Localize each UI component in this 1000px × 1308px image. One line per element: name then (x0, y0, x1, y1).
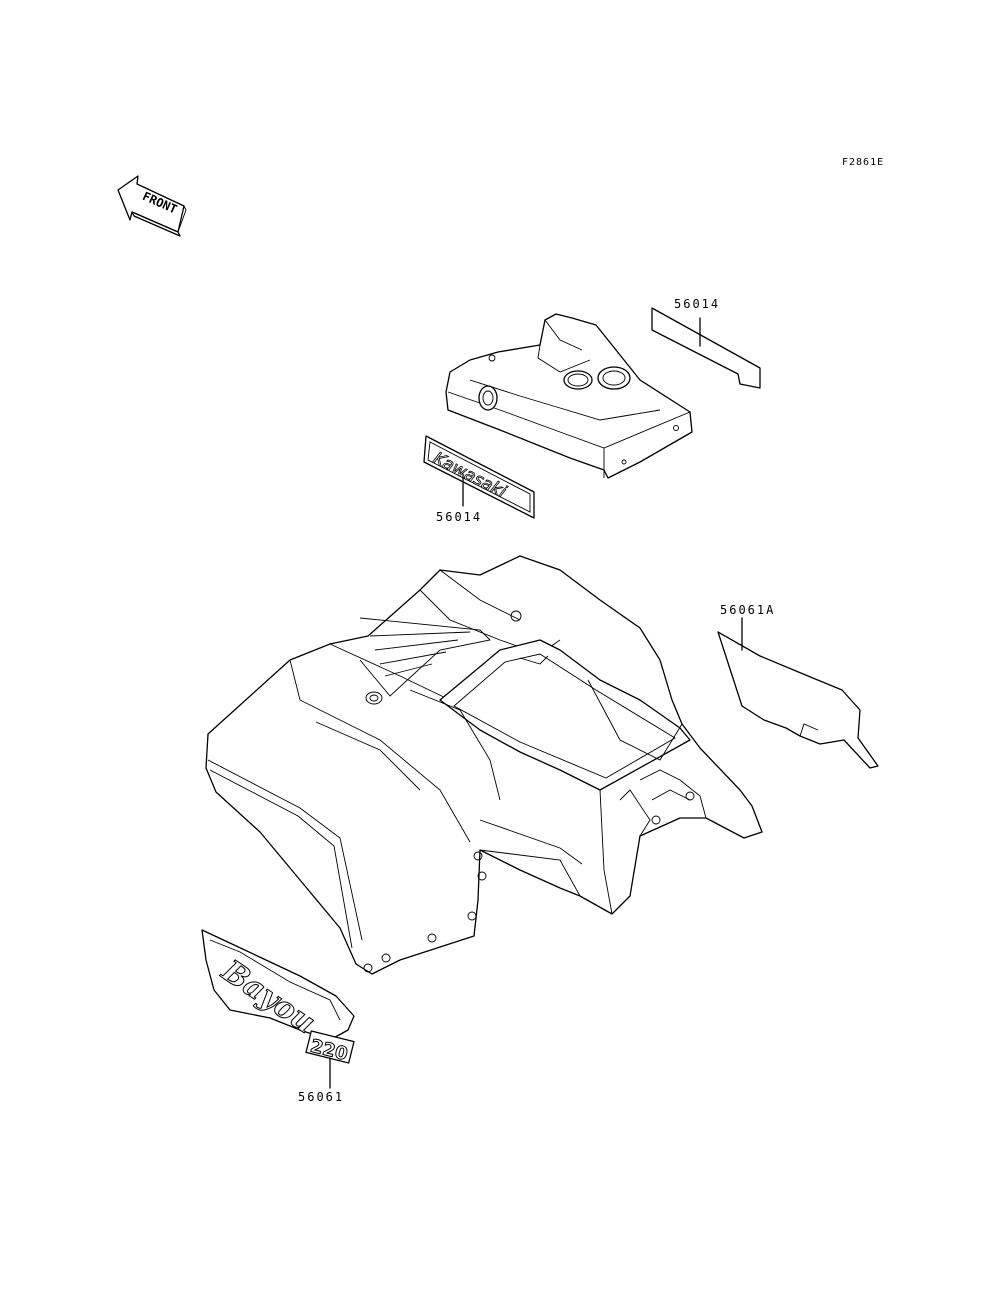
front-cover-part (445, 313, 693, 479)
part-label-56061: 56061 (298, 1090, 345, 1104)
side-decal-56061A (717, 617, 879, 769)
part-label-56014-lower: 56014 (436, 510, 483, 524)
front-arrow-icon: FRONT (117, 175, 187, 237)
part-label-56014-upper: 56014 (674, 297, 721, 311)
bayou-decal-56061: Bayou 220 (201, 929, 355, 1089)
rear-fender-part (205, 555, 763, 975)
decal-strip-56014 (651, 307, 761, 389)
part-label-56061A: 56061A (720, 603, 776, 617)
kawasaki-decal: Kawasaki (423, 435, 535, 519)
diagram-reference-code: F2861E (842, 157, 885, 168)
